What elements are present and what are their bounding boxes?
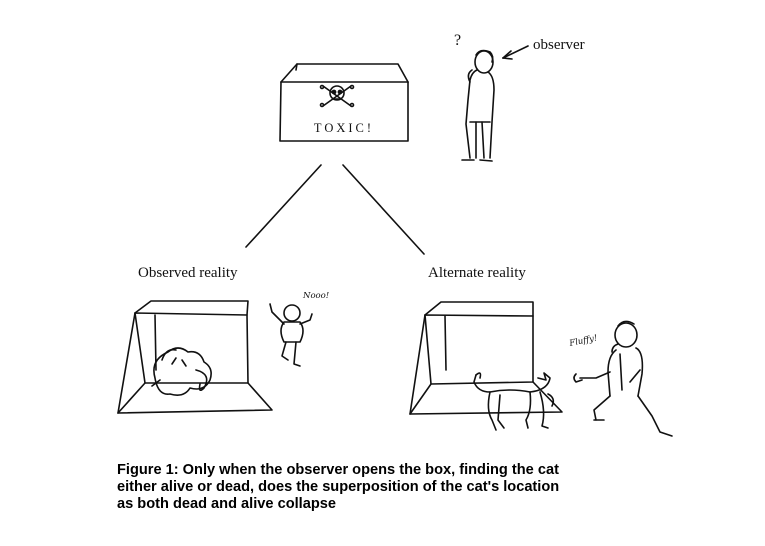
arrow-icon [503,46,528,59]
alternate-box [410,302,562,414]
kneeling-observer-figure [574,321,672,436]
toxic-box [280,64,408,141]
observer-label: observer [533,37,585,53]
observer-figure [462,51,494,161]
speech-nooo: Nooo! [302,291,329,301]
alive-cat [474,373,553,430]
question-mark: ? [454,32,461,49]
caption-line-1: Figure 1: Only when the observer opens t… [117,462,559,478]
skull-crossbones-icon [321,86,354,107]
dead-cat [152,348,211,395]
speech-fluffy: Fluffy! [568,333,599,349]
branch-line-left [246,165,321,247]
caption-line-3: as both dead and alive collapse [117,496,336,512]
observed-box [118,301,272,413]
caption-line-2: either alive or dead, does the superposi… [117,479,560,495]
crying-observer-figure [270,304,312,366]
figure-caption: Figure 1: Only when the observer opens t… [117,462,677,513]
observed-reality-label: Observed reality [138,265,238,281]
toxic-label: TOXIC! [314,121,374,135]
branch-line-right [343,165,424,254]
alternate-reality-label: Alternate reality [428,265,526,281]
